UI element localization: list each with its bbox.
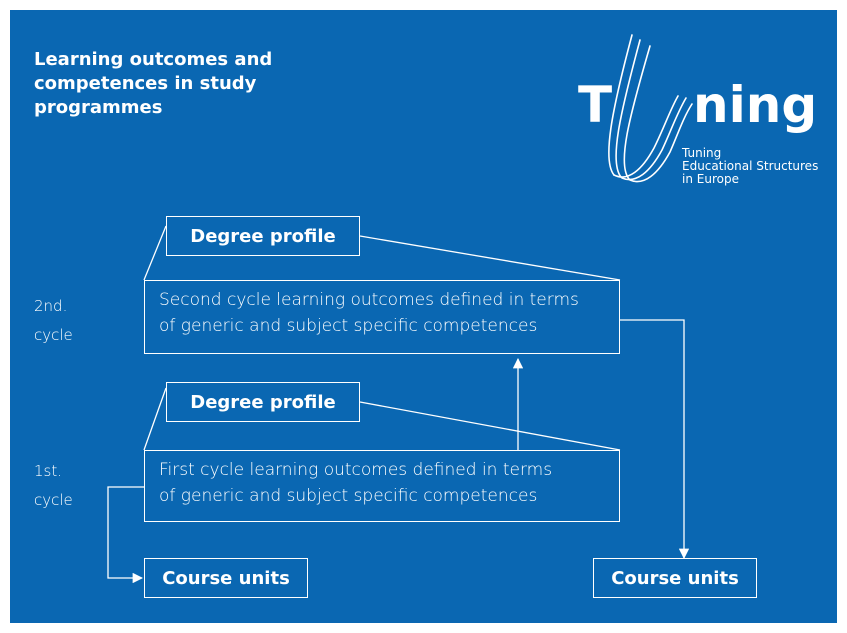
connector-1st-right — [359, 401, 621, 451]
cycle-label-2nd: 2nd. cycle — [34, 297, 73, 344]
cycle-label-1st: 1st. cycle — [34, 462, 73, 509]
degree-profile-1st: Degree profile — [166, 382, 360, 422]
connector-lines — [107, 34, 693, 584]
outcomes-1st: First cycle learning outcomes defined in… — [144, 450, 620, 522]
connector-1st-left — [143, 387, 167, 451]
diagram-slide: Learning outcomes and competences in stu… — [10, 10, 837, 623]
logo-letter-t: T — [578, 76, 613, 134]
logo-subtitle: Tuning Educational Structures in Europe — [682, 146, 819, 186]
connector-2nd-right — [359, 235, 621, 281]
tuning-swoosh-icon — [608, 34, 693, 183]
outcomes-2nd: Second cycle learning outcomes defined i… — [144, 280, 620, 354]
logo-word: ning — [693, 76, 818, 134]
page-title: Learning outcomes and competences in stu… — [34, 49, 273, 118]
degree-profile-2nd: Degree profile — [166, 216, 360, 256]
course-units-right: Course units — [593, 558, 757, 598]
arrow-to-left-course-units — [107, 486, 144, 584]
course-units-left: Course units — [144, 558, 308, 598]
arrow-to-right-course-units — [620, 319, 690, 560]
connector-2nd-left — [143, 225, 167, 281]
